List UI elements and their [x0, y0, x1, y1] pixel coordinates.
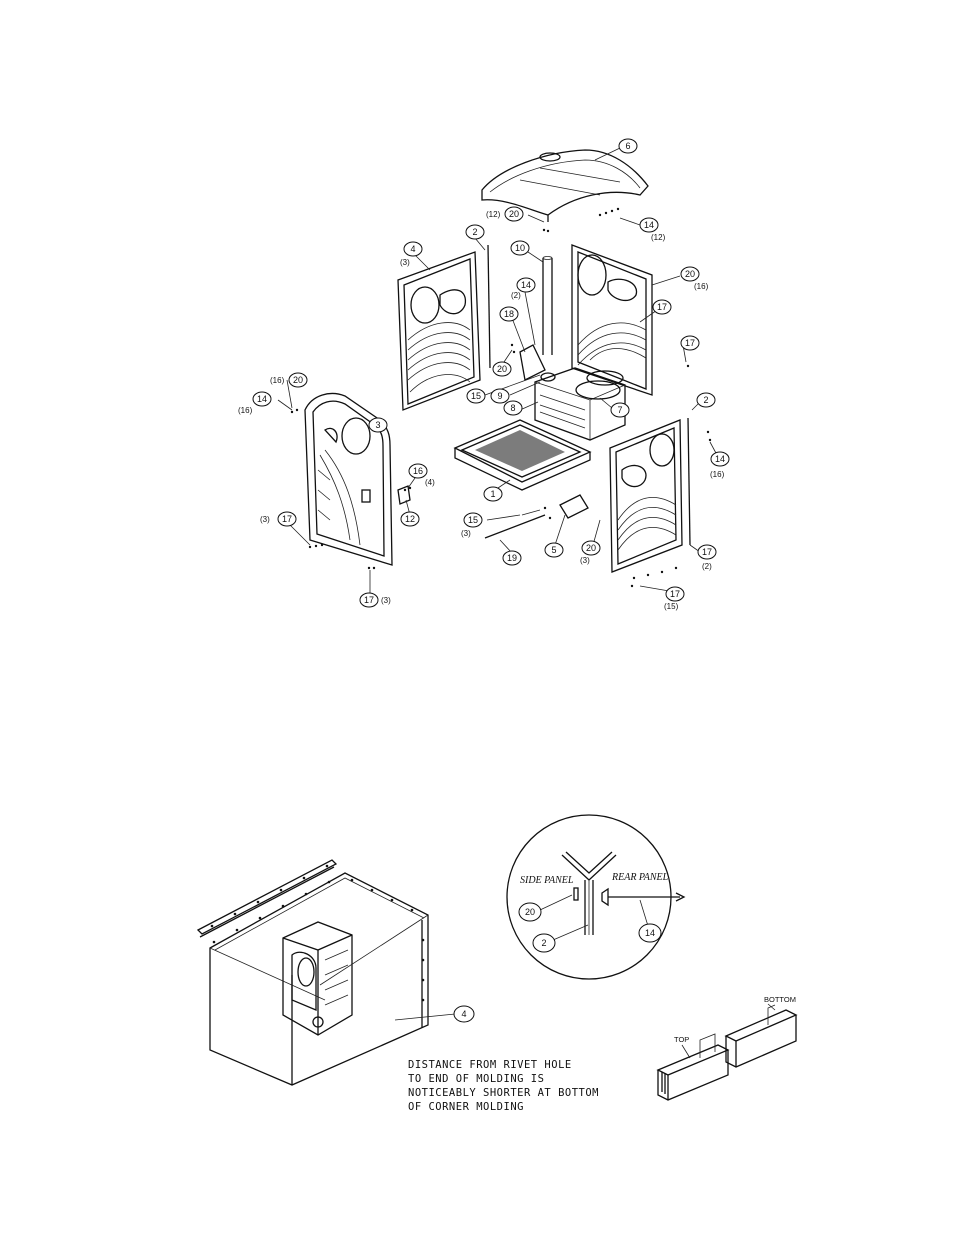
balloon-17: 17 [657, 302, 667, 312]
balloon-10: 10 [515, 243, 525, 253]
balloon-14: 14 [644, 220, 654, 230]
balloon-20: 20 [525, 907, 535, 917]
balloon-20: 20 [509, 209, 519, 219]
balloon-12: 12 [405, 514, 415, 524]
balloon-20: 20 [586, 543, 596, 553]
molding-note: DISTANCE FROM RIVET HOLE TO END OF MOLDI… [408, 1059, 599, 1113]
left-side-panel [397, 251, 481, 411]
balloon-14: 14 [521, 280, 531, 290]
hinge-part [397, 485, 411, 505]
balloon-20: 20 [497, 364, 507, 374]
note-line-4: OF CORNER MOLDING [408, 1101, 524, 1113]
panel-assembly-view: 4 [196, 859, 475, 1086]
balloon-16: 16 [413, 466, 423, 476]
leader-lines [277, 147, 718, 595]
balloon-14: 14 [645, 928, 655, 938]
bracket-part [559, 494, 589, 519]
qty: (3) [260, 515, 270, 524]
balloon-3: 3 [375, 420, 380, 430]
balloon-17: 17 [364, 595, 374, 605]
balloon-5: 5 [551, 545, 556, 555]
corner-molding-right [687, 417, 691, 546]
balloon-17: 17 [685, 338, 695, 348]
qty: (3) [580, 556, 590, 565]
balloons-top: 6 20 (12) 14 (12) 2 4 (3) 10 20 (16) 14 … [238, 138, 730, 611]
balloon-8: 8 [510, 403, 515, 413]
side-panel-label: SIDE PANEL [520, 875, 574, 886]
balloon-17: 17 [282, 514, 292, 524]
note-line-3: NOTICEABLY SHORTER AT BOTTOM [408, 1087, 599, 1099]
qty: (16) [694, 282, 709, 291]
detail-circle: SIDE PANEL REAR PANEL 20 2 14 [506, 814, 686, 980]
balloon-20: 20 [293, 375, 303, 385]
balloon-9: 9 [497, 391, 502, 401]
molding-detail: TOP BOTTOM [656, 995, 798, 1101]
balloon-14: 14 [715, 454, 725, 464]
balloon-6: 6 [625, 141, 630, 151]
rear-panel [571, 244, 653, 396]
balloon-17: 17 [702, 547, 712, 557]
qty: (15) [664, 602, 679, 611]
qty: (16) [270, 376, 285, 385]
rod-part [484, 514, 546, 539]
rear-panel-label: REAR PANEL [611, 872, 669, 883]
balloon-15: 15 [468, 515, 478, 525]
qty: (16) [238, 406, 253, 415]
top-label: TOP [674, 1035, 689, 1044]
balloon-15: 15 [471, 391, 481, 401]
balloon-7: 7 [617, 405, 622, 415]
qty: (3) [400, 258, 410, 267]
qty: (2) [702, 562, 712, 571]
balloon-19: 19 [507, 553, 517, 563]
balloon-20: 20 [685, 269, 695, 279]
qty: (12) [486, 210, 501, 219]
corner-molding [487, 244, 491, 369]
balloon-4: 4 [410, 244, 415, 254]
balloon-2: 2 [472, 227, 477, 237]
note-line-2: TO END OF MOLDING IS [408, 1073, 544, 1085]
balloon-17: 17 [670, 589, 680, 599]
balloon-18: 18 [504, 309, 514, 319]
roof-part [481, 149, 649, 222]
vent-pipe [542, 256, 553, 355]
balloon-4: 4 [461, 1009, 466, 1019]
balloon-14: 14 [257, 394, 267, 404]
right-side-panel [609, 419, 683, 573]
qty: (2) [511, 291, 521, 300]
floor-part [453, 419, 592, 491]
qty: (12) [651, 233, 666, 242]
qty: (3) [461, 529, 471, 538]
qty: (16) [710, 470, 725, 479]
qty: (3) [381, 596, 391, 605]
bottom-label: BOTTOM [764, 995, 796, 1004]
tank-assembly [534, 367, 626, 441]
qty: (4) [425, 478, 435, 487]
rivets [290, 207, 712, 588]
balloon-2: 2 [703, 395, 708, 405]
urinal-part [519, 344, 546, 381]
balloon-1: 1 [490, 489, 495, 499]
note-line-1: DISTANCE FROM RIVET HOLE [408, 1059, 572, 1071]
balloon-2: 2 [541, 938, 546, 948]
